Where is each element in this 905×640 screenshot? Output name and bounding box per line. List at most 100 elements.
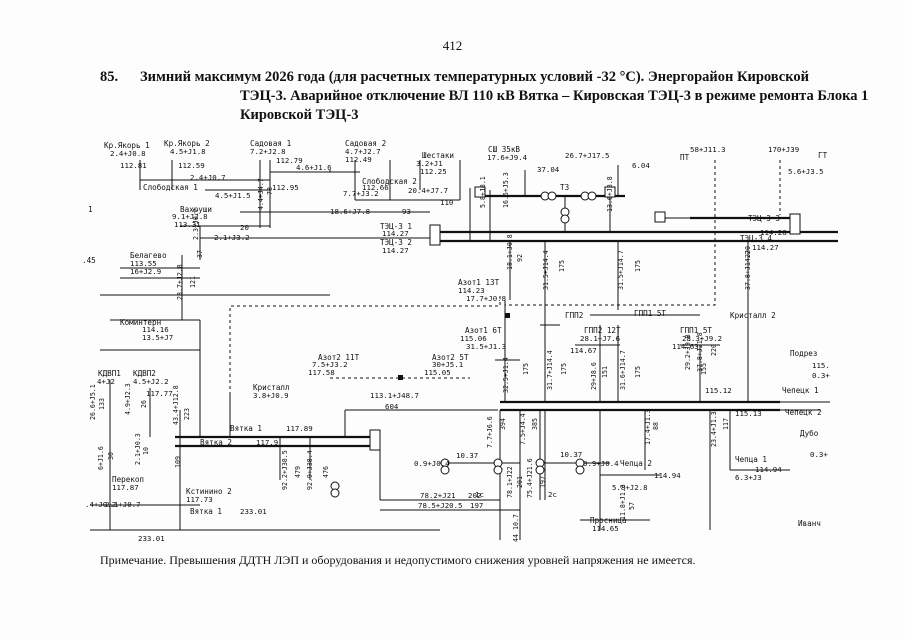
node-voltage: 112.25: [420, 167, 447, 176]
node-name: Садовая 1: [250, 139, 292, 148]
line-flow: 2.1+J3.2: [214, 233, 250, 242]
node-flow: 28.3+J9.2: [682, 334, 722, 343]
line-flow: 4.6+J1.6: [296, 163, 332, 172]
vertical-flow-label: 92.2+J38.5: [281, 450, 289, 490]
transformer-symbol: [575, 465, 585, 475]
transformer-symbol: [493, 465, 503, 475]
node-voltage: 37.04: [537, 165, 560, 174]
vertical-flow-label: 476: [322, 466, 330, 478]
node-name: Кр.Якорь 1: [104, 141, 150, 150]
line-flow: 78.2+J21: [420, 491, 456, 500]
vertical-flow-label: 175: [522, 363, 530, 375]
vertical-flow-label: 75.4+J21.6: [526, 458, 534, 498]
vertical-flow-label: 43.4+J12.8: [172, 385, 180, 425]
node-name: Кр.Якорь 2: [164, 139, 210, 148]
line-flow: 20.4+J7.7: [408, 186, 448, 195]
vertical-flow-label: 26.6+J5.1: [89, 384, 97, 420]
node-name: Кристалл 2: [730, 311, 776, 320]
node-voltage: 113.31: [174, 220, 201, 229]
tec3-bus-end-symbol: [789, 213, 801, 235]
line-label: 604: [385, 402, 399, 411]
node-flow: 170+J39: [768, 145, 799, 154]
node-voltage: 117.89: [286, 424, 313, 433]
vertical-flow-label: 175: [558, 260, 566, 272]
vertical-flow-label: 151: [601, 366, 609, 378]
line-flow: 0.9+J0.4: [414, 459, 450, 468]
vertical-flow-label: 4.4+J4.7: [257, 178, 265, 210]
node-name: Садовая 2: [345, 139, 386, 148]
node-name: Азот1 13Т: [458, 278, 500, 287]
heading-line-2: ТЭЦ-3. Аварийное отключение ВЛ 110 кВ Вя…: [240, 88, 869, 104]
node-voltage: 114.27: [752, 243, 779, 252]
transformer-symbol: [330, 488, 340, 498]
vertical-flow-label: 37: [196, 250, 204, 258]
node-flow: 0.3+: [810, 450, 828, 459]
vertical-flow-label: 92: [516, 254, 524, 262]
node-name: Перекоп: [112, 475, 144, 484]
vertical-flow-label: 10: [142, 447, 150, 455]
junction-symbol: [398, 375, 403, 380]
vertical-flow-label: 175: [560, 363, 568, 375]
node-name: Чепецк 1: [782, 386, 819, 395]
node-name: ГПП2 12Т: [584, 326, 621, 335]
node-voltage: 117.73: [186, 495, 213, 504]
node-name: Вятка 1: [190, 507, 222, 516]
vertical-flow-label: 18.1+J0.8: [506, 234, 514, 270]
vertical-flow-label: 197: [539, 476, 547, 488]
heading-line-3: Кировской ТЭЦ-3: [240, 107, 359, 123]
vertical-flow-label: 31.6+J14.7: [619, 350, 627, 390]
line-flow: 113.1+J48.7: [370, 391, 419, 400]
line-flow: 78.5+J20.5: [418, 501, 463, 510]
line-label: 197: [470, 501, 483, 510]
vertical-flow-label: 29.2+J9.8: [684, 334, 692, 370]
node-name: КДВП1: [98, 369, 121, 378]
line-flow: .4+J0.2: [85, 500, 116, 509]
node-name: Иванч: [798, 519, 821, 528]
node-name: СШ 35кВ: [488, 145, 520, 154]
vertical-flow-label: 175: [634, 366, 642, 378]
transformer-symbol: [535, 465, 545, 475]
vertical-flow-label: 2.1+J0.3: [134, 433, 142, 465]
vertical-flow-label: 394: [499, 418, 507, 430]
node-flow: 7.5+J3.2: [312, 360, 348, 369]
node-flow: 3.2+J1: [416, 159, 443, 168]
vertical-flow-label: 7.5+J4.4: [519, 413, 527, 445]
vertical-flow-label: 2.3+J0.7: [192, 208, 200, 240]
margin-mark: .45: [82, 256, 96, 265]
vertical-flow-label: 26: [140, 400, 148, 408]
vertical-flow-label: 6+J1.6: [97, 446, 105, 470]
vyatka-bus-end-symbol: [369, 429, 381, 451]
vertical-flow-label: 32.5+J1.4: [502, 357, 510, 393]
node-voltage: 115.: [812, 361, 830, 370]
margin-mark: 1: [88, 205, 93, 214]
node-voltage: 115.05: [424, 368, 451, 377]
node-name: ТЭЦ-3 2: [380, 238, 412, 247]
vertical-flow-label: 23.4+J1.3: [710, 411, 718, 447]
breaker-symbol: [604, 186, 616, 198]
page-number: 412: [442, 38, 463, 53]
node-voltage: 112.66: [362, 183, 389, 192]
node-flow: 4.5+J1.5: [215, 191, 251, 200]
vertical-flow-label: 175: [634, 260, 642, 272]
node-flow: 4+J2: [97, 377, 115, 386]
vertical-flow-label: 117: [722, 418, 730, 430]
node-voltage: 114.94: [755, 465, 782, 474]
vertical-flow-label: 10.7: [512, 514, 520, 530]
vertical-flow-label: 78: [266, 187, 274, 195]
footnote: Примечание. Превышения ДДТН ЛЭП и оборуд…: [100, 553, 696, 567]
line-label: 202: [468, 491, 481, 500]
vertical-flow-label: 7.7+J6.6: [486, 416, 494, 448]
vertical-flow-label: 220: [744, 246, 752, 258]
node-voltage: 114.67: [570, 346, 597, 355]
node-voltage: 114.23: [458, 286, 485, 295]
node-flow: 9.1+J2.8: [172, 212, 208, 221]
node-name: Шестаки: [422, 151, 454, 160]
vertical-flow-label: 17.4+J1.3: [644, 409, 652, 445]
vertical-flow-label: 223: [183, 408, 191, 420]
node-name: ПТ: [680, 153, 690, 162]
node-name: Подрез: [790, 349, 817, 358]
node-name: Чепца 2: [620, 459, 652, 468]
node-voltage: 5.6+J3.5: [788, 167, 824, 176]
line-flow: 2.4+J0.7: [190, 173, 226, 182]
